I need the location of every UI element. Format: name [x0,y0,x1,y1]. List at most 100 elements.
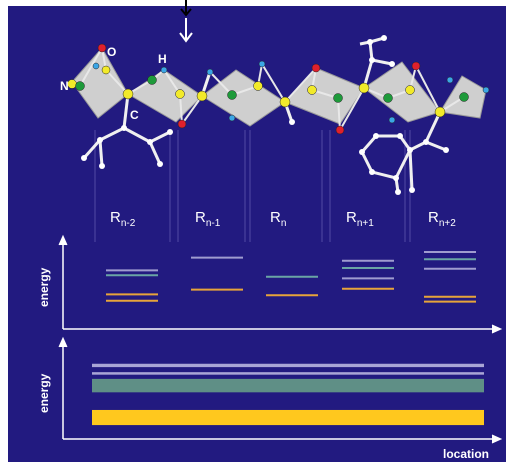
oxygen-atom [97,43,107,53]
carbon-atom [279,96,291,108]
carbon-atom [405,85,415,95]
side-chain-bond [98,139,104,167]
nitrogen-atom [227,90,237,100]
side-chain-atom [409,187,415,193]
side-chain-atom [423,139,429,145]
side-chain-atom [167,129,173,135]
peptide-backbone-molecule [67,35,490,195]
oxygen-atom [335,125,345,135]
nitrogen-atom [333,93,343,103]
side-chain-bond [148,141,162,165]
residue-subscript: n+1 [357,218,374,229]
residue-letter: R [428,209,439,226]
carbon-atom [358,82,370,94]
oxygen-label: O [107,45,116,59]
side-chain-atom [369,169,375,175]
band-structure-y-axis-label: energy [37,373,51,413]
residue-letter: R [270,209,281,226]
residue-label: Rn-2 [110,209,136,229]
side-chain-atom [395,189,401,195]
local-levels-y-axis-label: energy [37,267,51,307]
side-chain-bond [149,130,171,144]
backbone-bond [163,69,181,95]
nitrogen-label: N [60,79,69,93]
band-structure-panel: energy location [37,336,503,461]
carbon-atom [67,79,77,89]
hydrogen-atom [228,114,236,122]
side-chain-atom [367,39,373,45]
side-chain-bond [371,170,397,180]
side-chain-atom [397,133,403,139]
hydrogen-atom [446,76,454,84]
energy-band-lilac [92,372,484,375]
energy-band-yellow [92,409,484,426]
band-structure-axes [58,336,503,444]
side-chain-bond [408,149,414,191]
residue-label: Rn+2 [428,209,456,229]
energy-level-lines [106,251,476,303]
residue-letter: R [195,209,206,226]
side-chain-bond [123,126,151,144]
hydrogen-atom [206,68,214,76]
side-chain-atom [443,147,449,153]
hydrogen-label: H [158,52,167,66]
side-chain-atom [407,147,413,153]
side-chain-atom [289,119,295,125]
nitrogen-atom [75,81,85,91]
residue-label: Rn+1 [346,209,374,229]
hydrogen-atom [258,60,266,68]
side-chain-atom [147,139,153,145]
carbon-atom [196,90,208,102]
side-chain-atom [121,125,127,131]
energy-band-lilac [92,363,484,368]
backbone-bond [337,97,341,131]
side-chain-bond [371,58,393,66]
hydrogen-atom [160,66,168,74]
carbon-atom [122,88,134,100]
nitrogen-atom [383,93,393,103]
side-chain-bond [360,135,378,153]
side-chain-atom [97,137,103,143]
residue-subscript: n-2 [121,218,136,229]
side-chain-atom [389,61,395,67]
side-chain-bond [122,93,130,129]
oxygen-atom [411,61,421,71]
carbon-atom [253,81,263,91]
oxygen-atom [177,119,187,129]
carbon-label: C [130,108,139,122]
backbone-bond [284,67,317,103]
backbone-bond [105,69,129,95]
nitrogen-atom [147,75,157,85]
side-chain-bond [425,140,447,152]
residue-label: Rn-1 [195,209,221,229]
nitrogen-atom [459,92,469,102]
residue-label: Rn [270,209,286,229]
residue-letter: R [346,209,357,226]
residue-letter: R [110,209,121,226]
carbon-atom [434,106,446,118]
energy-band-teal [92,378,484,393]
carbon-atom [101,65,111,75]
side-chain-atom [157,161,163,167]
local-levels-axes [58,234,503,334]
side-chain-bond [360,151,374,173]
side-chain-bond [424,111,442,143]
side-chain-atom [369,57,375,63]
hydrogen-atom [388,116,396,124]
side-chain-atom [381,35,387,41]
side-chain-atom [393,175,399,181]
down-arrow-icon-white [179,18,193,43]
side-chain-bond [368,41,374,61]
side-chain-atom [359,149,365,155]
oxygen-atom [311,63,321,73]
atoms [67,35,490,195]
side-chain-bond [394,149,412,179]
carbon-atom [175,89,185,99]
backbone-bond [79,47,103,87]
side-chain-bond [99,126,125,142]
backbone-bond [339,87,365,131]
hydrogen-atom [482,86,490,94]
backbone-bond [209,71,233,96]
